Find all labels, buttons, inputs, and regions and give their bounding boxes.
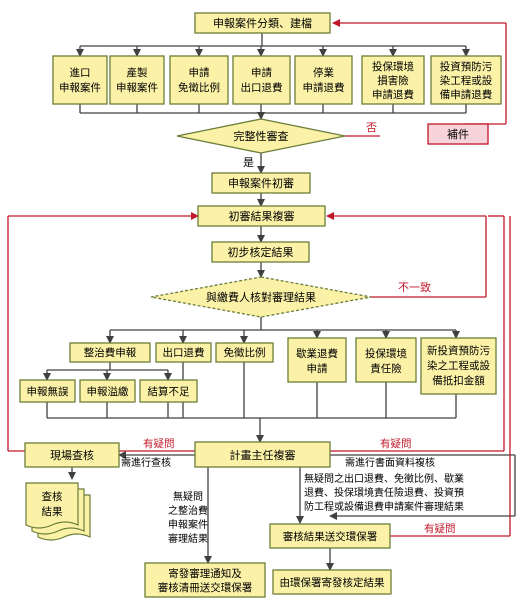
label-written-items-line3: 防工程或設備退費申請案件審理結果 [304, 500, 464, 513]
node-recheck: 初審結果複審 [197, 205, 326, 227]
node-notify-line1: 寄發審理通知及 [168, 567, 242, 580]
label-need-inspect: 需進行查核 [121, 456, 171, 469]
node-r-invest: 新投資預防污 染之工程或設 備抵扣金額 [420, 337, 497, 395]
node-r-shutdown-line2: 申請 [307, 362, 328, 375]
connectors [43, 33, 516, 571]
label-no-doubt-line3: 申報案件 [168, 518, 208, 531]
node-r-fee-label: 整治費申報 [84, 346, 137, 359]
label-no-doubt-line1: 無疑問 [173, 490, 203, 503]
node-cat-product-line1: 產製 [127, 66, 148, 79]
label-written-items-line1: 無疑問之出口退費、免徵比例、歇業 [304, 472, 464, 485]
node-recheck-label: 初審結果複審 [229, 209, 295, 223]
node-s-correct: 申報無誤 [19, 379, 76, 403]
node-epa-send-label: 由環保署寄發核定結果 [280, 576, 385, 589]
node-r-insurance-line2: 責任險 [370, 362, 402, 375]
label-mismatch: 不一致 [398, 280, 431, 294]
node-site-inspect: 現場查核 [24, 442, 120, 468]
node-cat-product: 產製 申報案件 [109, 55, 165, 105]
node-cat-invest: 投資預防污 染工程或設 備申請退費 [430, 55, 502, 105]
node-check-result: 查核 結果 [25, 482, 91, 541]
node-cat-shutdown-line1: 停業 [313, 66, 334, 79]
label-yes: 是 [243, 156, 254, 169]
node-classify-label: 申報案件分類、建檔 [213, 16, 312, 30]
node-r-export-label: 出口退費 [163, 346, 205, 359]
node-notify: 寄發審理通知及 審核清冊送交環保署 [144, 562, 266, 598]
node-cat-import-line2: 申報案件 [59, 81, 101, 94]
node-s-short-label: 結算不足 [148, 385, 190, 398]
node-site-inspect-label: 現場查核 [50, 448, 94, 462]
node-cat-import: 進口 申報案件 [52, 55, 108, 105]
node-epa-send: 由環保署寄發核定結果 [272, 569, 392, 595]
node-cat-invest-line3: 備申請退費 [440, 88, 493, 101]
node-cat-import-line1: 進口 [70, 67, 91, 79]
node-supplement-label: 補件 [447, 128, 469, 141]
node-cat-insurance: 投保環境 損害險 申請退費 [361, 55, 425, 105]
node-verify-label: 與繳費人核對審理結果 [206, 290, 316, 304]
node-cat-shutdown-line2: 申請退費 [303, 81, 345, 94]
node-cat-insurance-line3: 申請退費 [372, 88, 414, 101]
label-need-written: 需進行書面資料複核 [345, 456, 435, 469]
node-cat-insurance-line2: 損害險 [377, 74, 409, 87]
node-cat-invest-line1: 投資預防污 [440, 60, 493, 73]
node-preliminary: 初步核定結果 [211, 241, 310, 263]
node-supplement: 補件 [427, 123, 489, 145]
node-completeness: 完整性審查 [176, 118, 346, 154]
node-cat-product-line2: 申報案件 [116, 81, 158, 94]
node-s-correct-label: 申報無誤 [27, 385, 69, 398]
node-check-result-line2: 結果 [42, 505, 63, 518]
node-r-shutdown: 歇業退費 申請 [287, 337, 347, 383]
node-s-short: 結算不足 [139, 379, 198, 403]
node-cat-insurance-line1: 投保環境 [372, 60, 414, 73]
node-r-export: 出口退費 [155, 342, 212, 363]
node-send-keep-label: 審核結果送交環保署 [283, 530, 378, 543]
label-no-doubt-line4: 審理結果 [168, 532, 208, 545]
node-completeness-label: 完整性審查 [234, 129, 289, 143]
node-r-invest-line2: 染之工程或設 [427, 359, 490, 372]
node-cat-exempt-line1: 申請 [189, 66, 210, 79]
node-cat-exempt: 申請 免徵比例 [169, 55, 229, 105]
label-doubt-bottom: 有疑問 [424, 522, 456, 535]
node-classify: 申報案件分類、建檔 [194, 12, 331, 34]
label-written-items: 無疑問之出口退費、免徵比例、歇業 退費、投保環境責任險退費、投資預 防工程或設備… [304, 472, 464, 513]
node-s-overpay: 申報溢繳 [79, 379, 136, 403]
node-r-exempt-label: 免徵比例 [224, 346, 266, 359]
label-no-doubt: 無疑問 之整治費 申報案件 審理結果 [168, 490, 208, 545]
node-initial-review: 申報案件初審 [211, 172, 311, 194]
node-r-shutdown-line1: 歇業退費 [296, 347, 338, 360]
node-cat-exempt-line2: 免徵比例 [178, 81, 220, 94]
node-r-invest-line1: 新投資預防污 [427, 344, 490, 357]
node-check-result-line1: 查核 [42, 490, 63, 503]
label-written-items-line2: 退費、投保環境責任險退費、投資預 [304, 486, 464, 499]
node-cat-shutdown: 停業 申請退費 [294, 55, 353, 105]
node-s-overpay-label: 申報溢繳 [87, 385, 129, 398]
node-verify: 與繳費人核對審理結果 [150, 276, 372, 318]
node-preliminary-label: 初步核定結果 [228, 245, 294, 259]
node-r-insurance-line1: 投保環境 [365, 347, 407, 360]
node-r-insurance: 投保環境 責任險 [355, 337, 417, 383]
node-director-label: 計畫主任複審 [230, 448, 296, 462]
node-cat-export-line2: 出口退費 [241, 81, 283, 94]
node-r-fee: 整治費申報 [69, 342, 151, 363]
node-r-invest-line3: 備抵扣金額 [432, 374, 485, 387]
label-no: 否 [366, 121, 377, 134]
label-doubt-right: 有疑問 [380, 437, 412, 450]
node-notify-line2: 審核清冊送交環保署 [158, 581, 253, 594]
node-send-keep: 審核結果送交環保署 [269, 523, 391, 549]
node-cat-export-line1: 申請 [251, 66, 272, 79]
node-cat-invest-line2: 染工程或設 [440, 74, 493, 87]
node-director: 計畫主任複審 [194, 441, 331, 468]
node-r-exempt: 免徵比例 [215, 342, 274, 363]
node-initial-review-label: 申報案件初審 [228, 176, 294, 190]
label-doubt-left: 有疑問 [143, 437, 175, 450]
node-cat-export: 申請 出口退費 [232, 55, 291, 105]
label-no-doubt-line2: 之整治費 [168, 504, 208, 517]
